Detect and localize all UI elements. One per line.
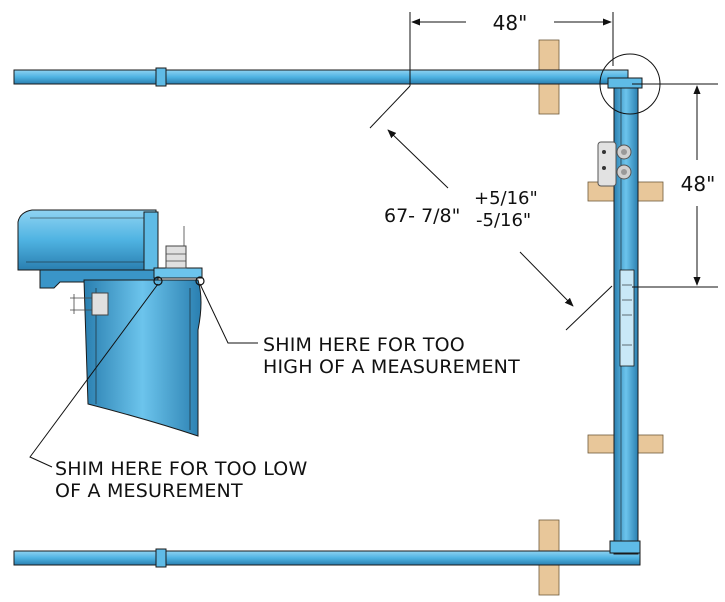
detail-view xyxy=(17,209,205,437)
leader-high xyxy=(199,283,258,344)
leader-low xyxy=(29,283,159,468)
right-rail xyxy=(607,77,643,555)
shim-high-line1: SHIM HERE FOR TOO xyxy=(263,334,465,356)
diagonal-dimension-minus: -5/16" xyxy=(476,210,531,231)
diagonal-dimension-plus: +5/16" xyxy=(474,188,538,209)
shim-low-line1: SHIM HERE FOR TOO LOW xyxy=(55,458,308,480)
right-dimension xyxy=(632,83,718,288)
roller-bracket xyxy=(597,141,632,187)
diagonal-dimension-main: 67- 7/8" xyxy=(384,205,460,227)
top-dimension xyxy=(409,12,614,86)
top-rail xyxy=(13,67,629,87)
shim-high-line2: HIGH OF A MEASUREMENT xyxy=(263,356,520,378)
diagonal-dimension xyxy=(369,85,613,331)
top-dimension-label: 48" xyxy=(493,11,528,35)
right-dimension-label: 48" xyxy=(681,172,716,196)
shim-low-line2: OF A MESUREMENT xyxy=(55,480,243,502)
rail-label-plate xyxy=(619,269,635,367)
bottom-rail xyxy=(13,548,641,568)
